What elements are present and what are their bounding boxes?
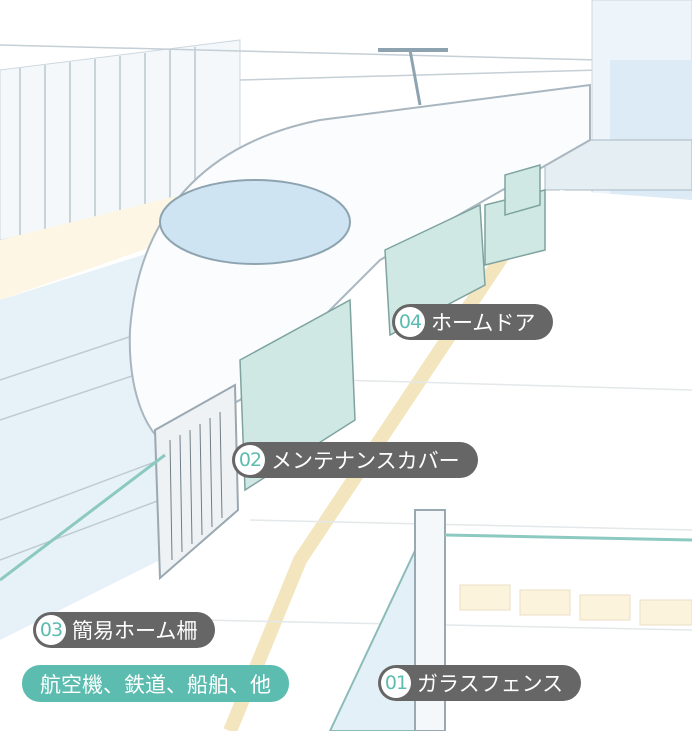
label-maintenance-cover: 02 メンテナンスカバー (232, 442, 478, 478)
label-number: 02 (235, 445, 265, 475)
label-platform-door: 04 ホームドア (392, 304, 554, 340)
simple-fence (153, 383, 240, 581)
label-number: 01 (381, 668, 411, 698)
label-number: 04 (395, 307, 425, 337)
label-text: 簡易ホーム柵 (72, 619, 198, 643)
label-simple-platform-fence: 03 簡易ホーム柵 (33, 612, 216, 648)
label-text: メンテナンスカバー (271, 449, 460, 473)
label-glass-fence: 01 ガラスフェンス (378, 665, 582, 701)
label-number: 03 (36, 615, 66, 645)
category-tag: 航空機、鉄道、船舶、他 (22, 665, 289, 702)
label-text: ガラスフェンス (417, 672, 564, 696)
background-fence (19, 47, 196, 236)
label-text: ホームドア (431, 311, 536, 335)
